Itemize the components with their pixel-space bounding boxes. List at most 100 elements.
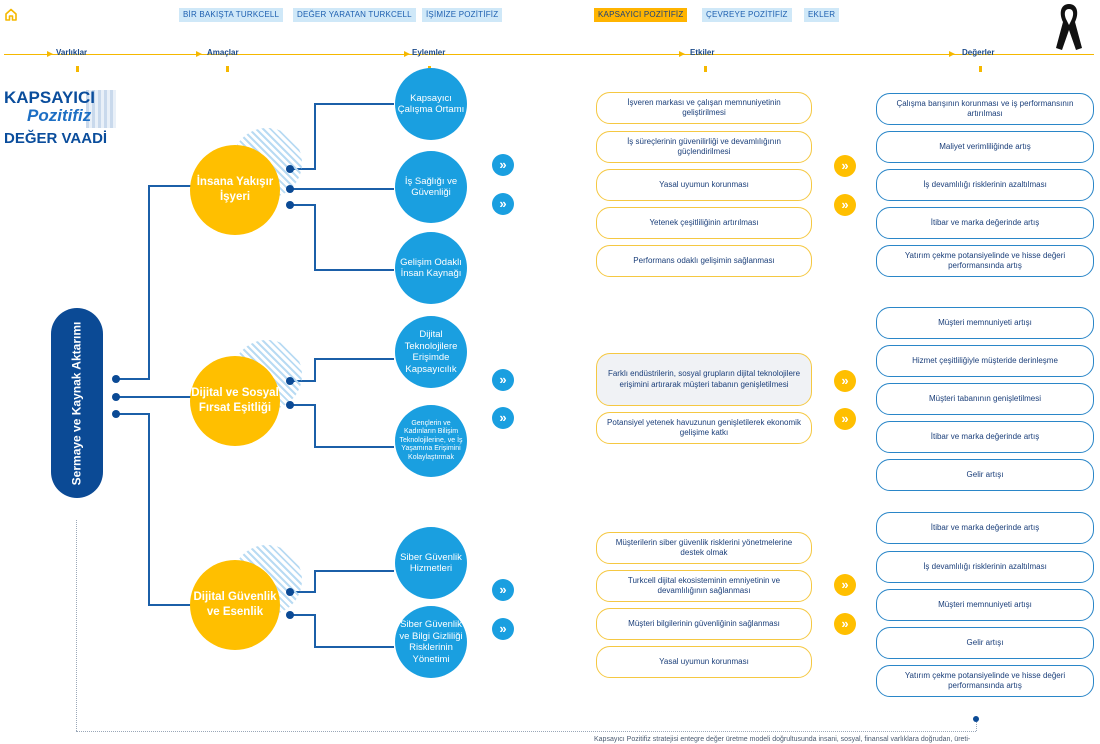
- value-label: Yatırım çekme potansiyelinde ve hisse de…: [904, 670, 1066, 691]
- chevron-right-icon: »: [492, 154, 514, 176]
- value-box: Müşteri tabanının genişletilmesi: [876, 383, 1094, 415]
- connector-dot: [112, 393, 120, 401]
- action-label: Siber Güvenlik ve Bilgi Gizliliği Riskle…: [399, 619, 463, 665]
- action-label: Kapsayıcı Çalışma Ortamı: [397, 92, 465, 116]
- connector-line: [314, 204, 316, 270]
- dotted-connector: [76, 731, 976, 732]
- effect-box: Potansiyel yetenek havuzunun genişletile…: [596, 412, 812, 444]
- value-label: İş devamlılığı risklerinin azaltılması: [923, 179, 1047, 189]
- logo-building-icon: [86, 90, 116, 128]
- value-box: Yatırım çekme potansiyelinde ve hisse de…: [876, 665, 1094, 697]
- chevron-right-icon: »: [834, 408, 856, 430]
- nav-tab-deger-yaratan[interactable]: DEĞER YARATAN TURKCELL: [293, 8, 416, 22]
- connector-line: [314, 570, 316, 593]
- header-arrow: [679, 51, 685, 57]
- connector-line: [314, 614, 316, 647]
- connector-line: [148, 185, 194, 187]
- value-box: Gelir artışı: [876, 459, 1094, 491]
- connector-line: [314, 358, 316, 382]
- connector-dot: [112, 410, 120, 418]
- connector-dot: [286, 401, 294, 409]
- logo-line1: KAPSAYICI: [4, 88, 96, 107]
- action-genclerin-kadinlarin-erisimi: Gençlerin ve Kadınların Bilişim Teknoloj…: [395, 405, 467, 477]
- value-label: Müşteri memnuniyeti artışı: [938, 317, 1032, 327]
- connector-dot: [286, 185, 294, 193]
- value-label: Yatırım çekme potansiyelinde ve hisse de…: [904, 250, 1066, 271]
- chevron-right-icon: »: [492, 369, 514, 391]
- action-label: Gençlerin ve Kadınların Bilişim Teknoloj…: [399, 419, 463, 461]
- connector-line: [314, 570, 394, 572]
- value-label: Hizmet çeşitliliğiyle müşteride derinleş…: [912, 355, 1058, 365]
- effect-label: Müşterilerin siber güvenlik risklerini y…: [615, 537, 793, 558]
- value-box: İtibar ve marka değerinde artış: [876, 207, 1094, 239]
- value-label: Maliyet verimliliğinde artış: [939, 141, 1031, 151]
- effect-label: Farklı endüstrilerin, sosyal grupların d…: [607, 369, 801, 389]
- assets-pill-label-wrap: Sermaye ve Kaynak Aktarımı: [51, 308, 103, 498]
- connector-line: [314, 103, 316, 170]
- effect-box: Turkcell dijital ekosisteminin emniyetin…: [596, 570, 812, 602]
- value-label: Müşteri memnuniyeti artışı: [938, 599, 1032, 609]
- action-gelisim-odakli-ik: Gelişim Odaklı İnsan Kaynağı: [395, 232, 467, 304]
- connector-dot: [286, 201, 294, 209]
- connector-line: [290, 614, 314, 616]
- chevron-right-icon: »: [834, 574, 856, 596]
- value-box: Yatırım çekme potansiyelinde ve hisse de…: [876, 245, 1094, 277]
- effect-box: Müşterilerin siber güvenlik risklerini y…: [596, 532, 812, 564]
- header-eylemler: Eylemler: [412, 48, 446, 57]
- connector-line: [290, 168, 314, 170]
- value-label: İtibar ve marka değerinde artış: [930, 217, 1040, 227]
- nav-tab-kapsayici-pozitifiz[interactable]: KAPSAYICI POZİTİFİZ: [594, 8, 688, 22]
- effect-box: Performans odaklı gelişimin sağlanması: [596, 245, 812, 277]
- header-arrow: [47, 51, 53, 57]
- footer-text: Kapsayıcı Pozitifiz stratejisi entegre d…: [594, 736, 971, 743]
- chevron-right-icon: »: [834, 194, 856, 216]
- nav-tab-cevreye-pozitifiz[interactable]: ÇEVREYE POZİTİFİZ: [702, 8, 792, 22]
- value-box: Müşteri memnuniyeti artışı: [876, 589, 1094, 621]
- header-arrow: [949, 51, 955, 57]
- effect-label: Performans odaklı gelişimin sağlanması: [633, 255, 775, 265]
- connector-line: [314, 269, 394, 271]
- chevron-right-icon: »: [834, 155, 856, 177]
- connector-line: [290, 404, 314, 406]
- effect-box: İş süreçlerinin güvenilirliği ve devamlı…: [596, 131, 812, 163]
- value-box: Müşteri memnuniyeti artışı: [876, 307, 1094, 339]
- effect-label: Potansiyel yetenek havuzunun genişletile…: [607, 417, 801, 438]
- connector-line: [148, 185, 150, 380]
- effect-label: Yasal uyumun korunması: [659, 656, 749, 666]
- connector-line: [314, 358, 394, 360]
- connector-dot: [112, 375, 120, 383]
- goal-label: Dijital Güvenlik ve Esenlik: [193, 591, 277, 618]
- action-label: İş Sağlığı ve Güvenliği: [404, 175, 458, 199]
- action-label: Dijital Teknolojilere Erişimde Kapsayıcı…: [404, 329, 458, 375]
- effect-label: Müşteri bilgilerinin güvenliğinin sağlan…: [628, 618, 780, 628]
- action-siber-guvenlik-hizmetleri: Siber Güvenlik Hizmetleri: [395, 527, 467, 599]
- connector-line: [290, 380, 314, 382]
- connector-line: [314, 446, 394, 448]
- nav-tab-bir-bakista[interactable]: BİR BAKIŞTA TURKCELL: [179, 8, 284, 22]
- header-varliklar: Varlıklar: [56, 48, 88, 57]
- chevron-right-icon: »: [492, 407, 514, 429]
- header-tick: [76, 66, 79, 72]
- chevron-right-icon: »: [492, 193, 514, 215]
- action-siber-guvenlik-risk-yonetimi: Siber Güvenlik ve Bilgi Gizliliği Riskle…: [395, 606, 467, 678]
- connector-dot: [973, 716, 979, 722]
- value-box: İş devamlılığı risklerinin azaltılması: [876, 551, 1094, 583]
- nav-tab-ekler[interactable]: EKLER: [804, 8, 840, 22]
- connector-line: [148, 604, 194, 606]
- connector-line: [116, 378, 148, 380]
- home-icon[interactable]: [4, 8, 18, 21]
- value-label: Gelir artışı: [966, 637, 1004, 647]
- header-tick: [704, 66, 707, 72]
- action-is-sagligi-guvenligi: İş Sağlığı ve Güvenliği: [395, 151, 467, 223]
- nav-tab-isimize-pozitifiz[interactable]: İŞİMİZE POZİTİFİZ: [422, 8, 503, 22]
- header-timeline: [4, 54, 1094, 55]
- header-etkiler: Etkiler: [690, 48, 715, 57]
- dotted-connector: [76, 520, 77, 731]
- action-label: Gelişim Odaklı İnsan Kaynağı: [400, 256, 462, 280]
- value-box: İtibar ve marka değerinde artış: [876, 512, 1094, 544]
- effect-box: Müşteri bilgilerinin güvenliğinin sağlan…: [596, 608, 812, 640]
- header-tick: [979, 66, 982, 72]
- goal-label: Dijital ve Sosyal Fırsat Eşitliği: [191, 387, 279, 414]
- connector-dot: [286, 588, 294, 596]
- dotted-connector: [976, 722, 977, 731]
